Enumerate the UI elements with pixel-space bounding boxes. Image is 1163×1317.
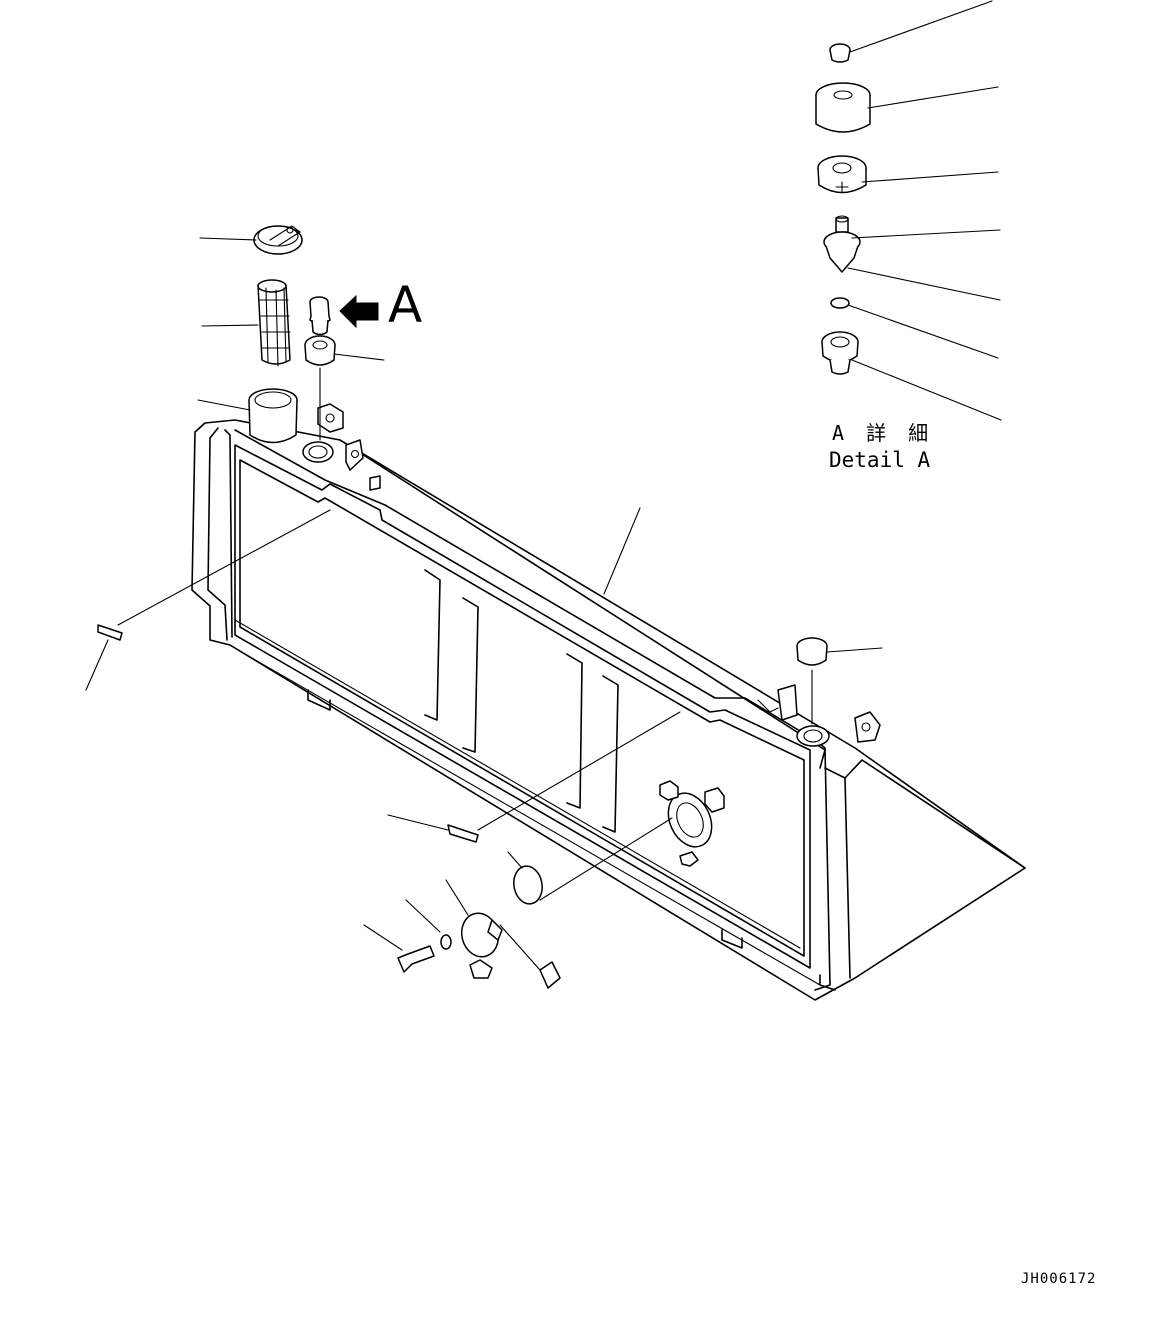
drain-assembly	[97, 624, 561, 989]
detail-a-label-jp: A 詳 細	[832, 421, 934, 445]
fuel-tank-body	[191, 419, 1026, 1001]
leader-lines	[85, 0, 1002, 971]
drawing-number: JH006172	[1021, 1271, 1097, 1287]
tank-top-fittings	[248, 388, 881, 867]
filler-cap	[253, 225, 303, 255]
vent-cap	[796, 637, 828, 666]
detail-a-label-en: Detail A	[829, 448, 931, 472]
breather-valve	[309, 296, 331, 336]
view-arrow	[339, 294, 379, 329]
breather-adapter	[304, 335, 336, 366]
strainer	[257, 279, 291, 367]
view-a-letter: A	[388, 276, 423, 334]
detail-a-parts	[815, 43, 871, 375]
